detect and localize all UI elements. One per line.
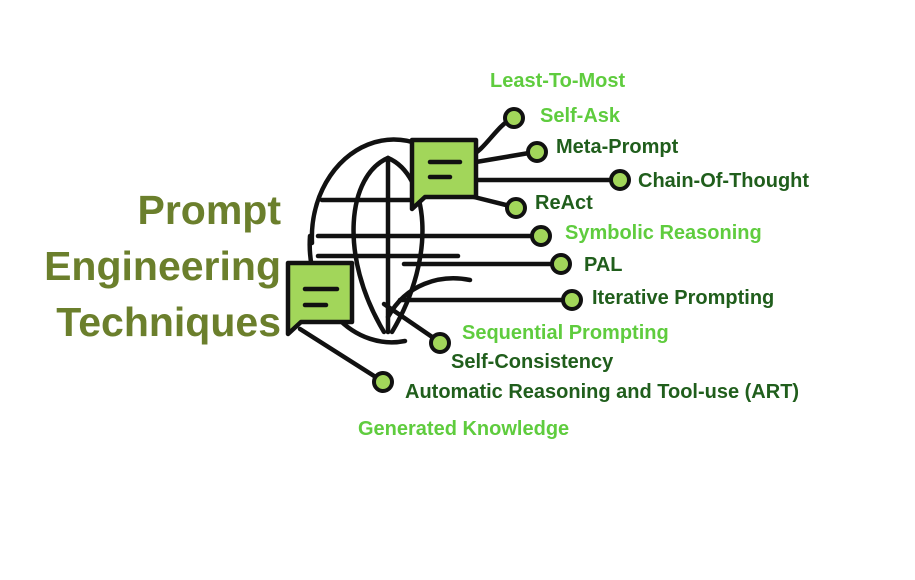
endpoint-dot xyxy=(530,225,552,247)
title-line-3: Techniques xyxy=(56,299,281,345)
technique-label: Sequential Prompting xyxy=(462,322,669,344)
endpoint-dot xyxy=(561,289,583,311)
technique-label: Chain-Of-Thought xyxy=(638,170,810,192)
connector-lines xyxy=(297,115,620,384)
endpoint-dot xyxy=(609,169,631,191)
endpoint-dot xyxy=(503,107,525,129)
technique-label: ReAct xyxy=(535,192,593,214)
endpoint-dot xyxy=(372,371,394,393)
title-line-2: Engineering xyxy=(44,243,281,289)
title-line-1: Prompt xyxy=(137,187,282,233)
technique-label: Meta-Prompt xyxy=(556,136,679,158)
technique-label: Least-To-Most xyxy=(490,70,626,92)
technique-label: Self-Consistency xyxy=(451,351,614,373)
technique-label: Generated Knowledge xyxy=(358,418,570,440)
endpoint-dot xyxy=(429,332,451,354)
technique-label: Symbolic Reasoning xyxy=(565,222,762,244)
globe-icon xyxy=(307,137,473,345)
endpoint-dot xyxy=(526,141,548,163)
technique-label: Iterative Prompting xyxy=(592,287,775,309)
endpoint-dots xyxy=(372,107,631,393)
endpoint-dot xyxy=(505,197,527,219)
chat-bubble-icon xyxy=(285,260,355,337)
technique-label: Automatic Reasoning and Tool-use (ART) xyxy=(405,381,800,403)
chat-bubble-icon xyxy=(409,137,479,212)
technique-label: PAL xyxy=(584,254,623,276)
technique-label: Self-Ask xyxy=(540,105,621,127)
endpoint-dot xyxy=(550,253,572,275)
